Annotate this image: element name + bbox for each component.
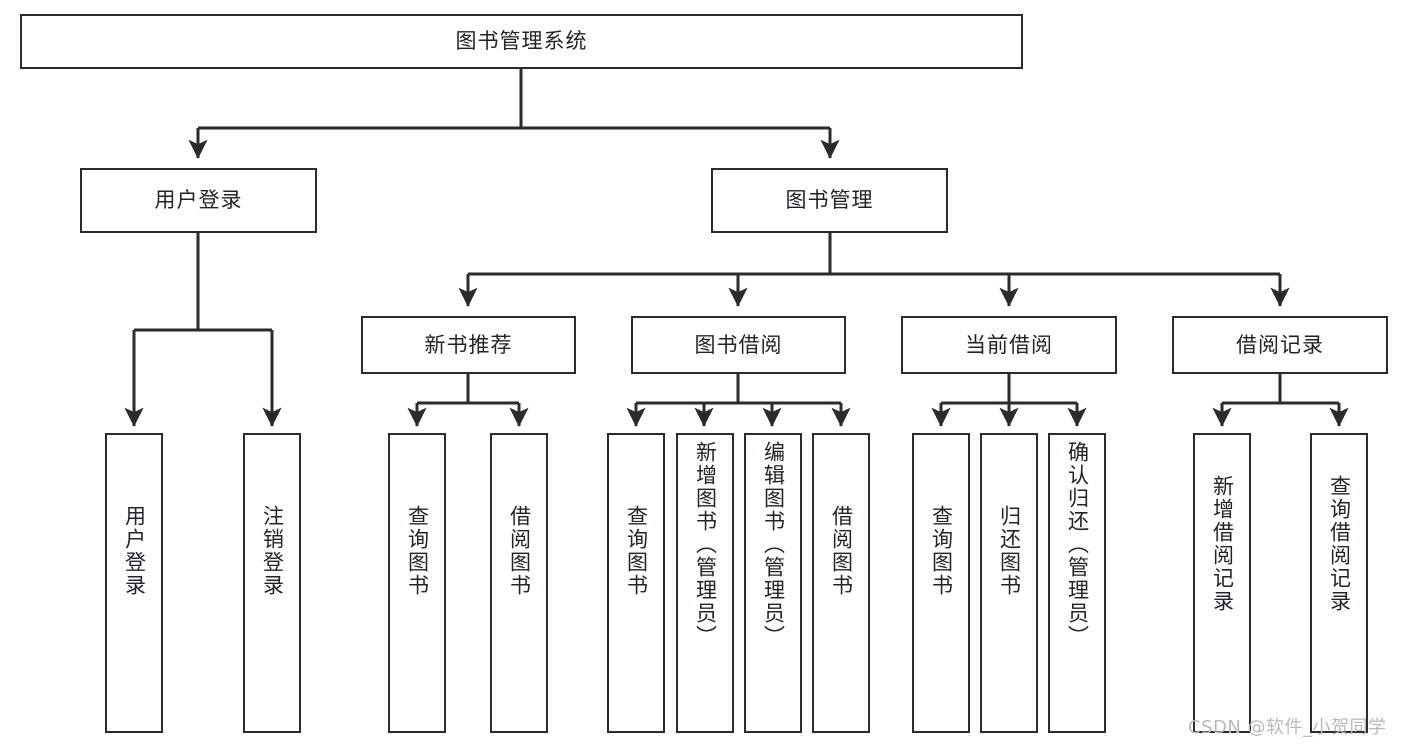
node-leaf-return-book[interactable]: 归还图书 [980,433,1038,733]
node-leaf-confirm-return-label: 确认归还（管理员） [1065,441,1090,648]
node-current-borrow[interactable]: 当前借阅 [901,316,1117,374]
node-leaf-query-record-label: 查询借阅记录 [1327,475,1352,613]
node-leaf-query-book-1[interactable]: 查询图书 [388,433,446,733]
node-leaf-borrow-book-2-label: 借阅图书 [829,505,854,597]
node-leaf-add-book-label: 新增图书（管理员） [693,441,718,648]
watermark-text: CSDN @软件_小贺同学 [1188,717,1387,738]
node-book-manage[interactable]: 图书管理 [711,168,948,233]
node-leaf-edit-book-label: 编辑图书（管理员） [761,441,786,648]
node-book-borrow-label: 图书借阅 [694,332,783,357]
node-new-book-rec[interactable]: 新书推荐 [361,316,576,374]
node-book-borrow[interactable]: 图书借阅 [631,316,846,374]
node-current-borrow-label: 当前借阅 [965,332,1053,357]
node-new-book-rec-label: 新书推荐 [424,332,513,357]
node-root[interactable]: 图书管理系统 [20,14,1023,69]
node-leaf-user-login-label: 用户登录 [122,505,147,597]
node-user-login[interactable]: 用户登录 [80,168,317,233]
node-leaf-add-book[interactable]: 新增图书（管理员） [676,433,734,733]
node-leaf-borrow-book-1-label: 借阅图书 [507,505,532,597]
node-root-label: 图书管理系统 [455,29,588,54]
node-leaf-query-book-1-label: 查询图书 [405,505,430,597]
node-leaf-query-book-2-label: 查询图书 [624,505,649,597]
node-leaf-logout[interactable]: 注销登录 [243,433,301,733]
node-leaf-query-book-2[interactable]: 查询图书 [607,433,665,733]
node-leaf-borrow-book-2[interactable]: 借阅图书 [812,433,870,733]
node-leaf-query-record[interactable]: 查询借阅记录 [1310,433,1368,733]
node-leaf-edit-book[interactable]: 编辑图书（管理员） [744,433,802,733]
node-borrow-record[interactable]: 借阅记录 [1172,316,1388,374]
node-book-manage-label: 图书管理 [785,188,874,213]
node-leaf-add-record[interactable]: 新增借阅记录 [1193,433,1251,733]
node-leaf-add-record-label: 新增借阅记录 [1210,475,1235,613]
node-leaf-query-book-3[interactable]: 查询图书 [912,433,970,733]
node-borrow-record-label: 借阅记录 [1236,332,1324,357]
node-leaf-query-book-3-label: 查询图书 [929,505,954,597]
node-user-login-label: 用户登录 [154,188,243,213]
node-leaf-logout-label: 注销登录 [260,505,285,597]
node-leaf-borrow-book-1[interactable]: 借阅图书 [490,433,548,733]
node-leaf-user-login[interactable]: 用户登录 [105,433,163,733]
node-leaf-return-book-label: 归还图书 [997,505,1022,597]
node-leaf-confirm-return[interactable]: 确认归还（管理员） [1048,433,1106,733]
